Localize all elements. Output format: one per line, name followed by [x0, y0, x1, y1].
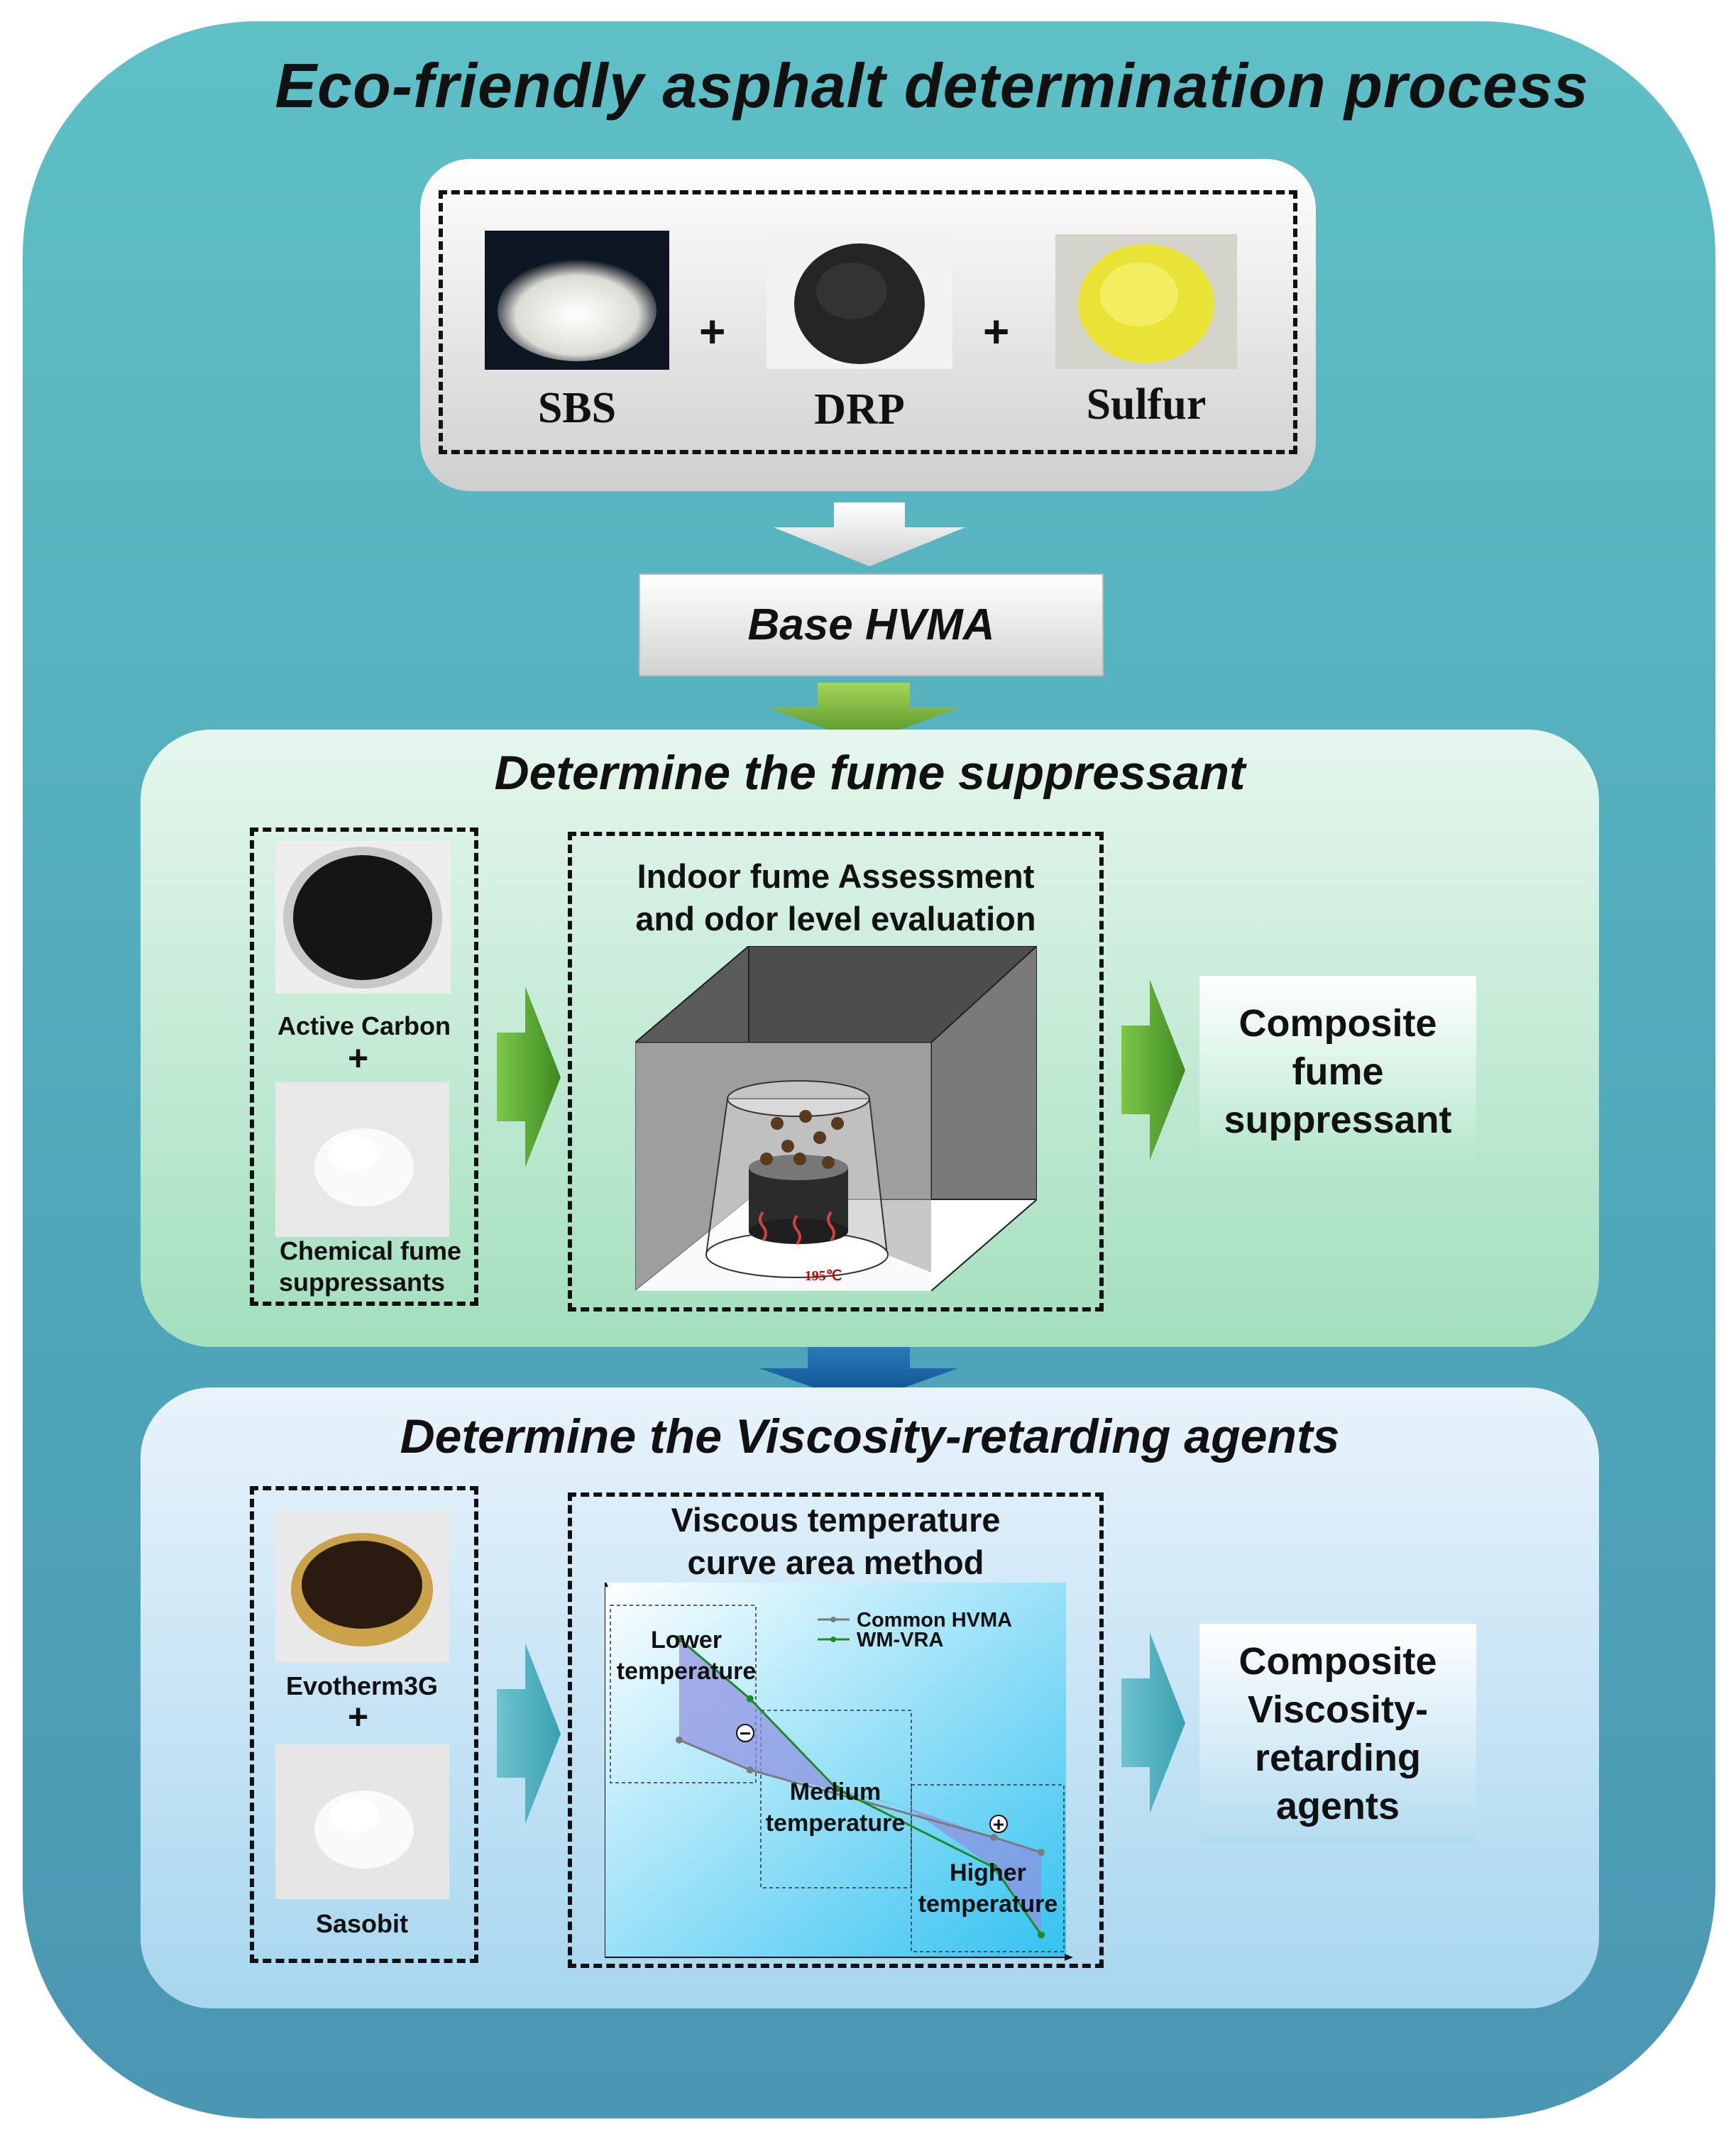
- viscosity-result-line4: agents: [1275, 1785, 1400, 1827]
- minus-sign: −: [740, 1722, 751, 1744]
- fume-assessment-title-line2: and odor level evaluation: [635, 900, 1036, 937]
- fume-assessment-title-line1: Indoor fume Assessment: [637, 857, 1035, 895]
- chemical-fume-label-line2: suppressants: [278, 1268, 446, 1297]
- down-arrow-green: [768, 683, 960, 743]
- down-arrow-gray: [774, 502, 965, 566]
- legend-marker-common-hvma: [830, 1617, 836, 1622]
- viscosity-section-title: Determine the Viscosity-retarding agents: [400, 1409, 1340, 1463]
- viscosity-result-line1: Composite: [1238, 1640, 1437, 1683]
- region-label-lower-line1: Lower: [651, 1627, 722, 1654]
- material-label-sbs: SBS: [537, 384, 617, 432]
- y-axis-arrowhead: [605, 1583, 608, 1587]
- evotherm3g-label: Evotherm3G: [285, 1671, 439, 1700]
- plus-sign-circle: [989, 1815, 1008, 1833]
- down-arrow-blue: [759, 1347, 958, 1404]
- active-carbon-label: Active Carbon: [277, 1011, 451, 1040]
- legend-marker-wm-vra: [830, 1637, 836, 1642]
- drp-image: [767, 234, 952, 369]
- active-carbon-image: [275, 841, 451, 994]
- viscosity-curve-chart: − + Common HVMA WM-VRA Lower temperature…: [605, 1583, 1073, 1961]
- viscosity-right-arrow-2: [1121, 1632, 1185, 1813]
- plus-sign-2: +: [983, 306, 1010, 357]
- region-box-lower: [610, 1605, 757, 1783]
- sbs-image: [485, 231, 669, 370]
- sasobit-label: Sasobit: [315, 1909, 409, 1938]
- chemical-fume-suppressant-image: [275, 1082, 449, 1237]
- x-axis-arrowhead: [1065, 1954, 1073, 1961]
- region-label-medium-line1: Medium: [790, 1778, 881, 1805]
- region-label-medium-line2: temperature: [766, 1810, 906, 1837]
- plus-sign-chart: +: [993, 1813, 1004, 1835]
- fume-section-title: Determine the fume suppressant: [494, 746, 1246, 800]
- series-1-point-3: [990, 1864, 998, 1871]
- series-line-common-hvma: [679, 1739, 1042, 1854]
- series-1-point-0: [676, 1635, 683, 1643]
- region-label-higher-line2: temperature: [918, 1891, 1058, 1918]
- region-box-medium: [760, 1710, 912, 1888]
- viscosity-method-title-line2: curve area method: [687, 1544, 984, 1581]
- materials-dashed-box: [439, 190, 1297, 454]
- fume-plus-sign: +: [348, 1038, 369, 1078]
- viscosity-method-dashed-box: [568, 1492, 1104, 1968]
- legend-label-wm-vra: WM-VRA: [857, 1629, 943, 1651]
- series-1-point-1: [746, 1695, 754, 1703]
- material-label-sulfur: Sulfur: [1086, 380, 1207, 429]
- region-label-higher-line1: Higher: [950, 1859, 1026, 1886]
- fume-temperature-label: 195℃: [804, 1268, 842, 1284]
- composite-fume-suppressant-box: Composite fume suppressant: [1199, 976, 1476, 1167]
- sulfur-image: [1055, 234, 1237, 369]
- fume-assessment-dashed-box: [568, 832, 1104, 1312]
- fume-result-line1: Composite: [1238, 1002, 1437, 1045]
- sasobit-image: [275, 1744, 449, 1899]
- chemical-fume-label-line1: Chemical fume: [279, 1236, 462, 1265]
- main-title: Eco-friendly asphalt determination proce…: [275, 50, 1589, 121]
- legend-label-common-hvma: Common HVMA: [857, 1609, 1012, 1632]
- series-1-point-2: [833, 1785, 840, 1793]
- series-1-point-4: [1038, 1931, 1045, 1939]
- viscosity-result-line3: retarding: [1254, 1737, 1422, 1779]
- plus-sign-1: +: [699, 306, 726, 357]
- series-0-point-3: [1038, 1849, 1045, 1857]
- viscosity-plus-sign: +: [348, 1697, 369, 1737]
- minus-sign-circle: [736, 1724, 754, 1742]
- series-0-point-1: [746, 1766, 754, 1774]
- viscosity-inputs-dashed-box: [250, 1486, 478, 1963]
- series-0-point-0: [676, 1736, 683, 1744]
- viscosity-method-title-line1: Viscous temperature: [671, 1501, 1001, 1539]
- fume-result-line3: suppressant: [1224, 1099, 1452, 1141]
- composite-viscosity-retarding-box: Composite Viscosity- retarding agents: [1199, 1624, 1476, 1844]
- material-label-drp: DRP: [814, 385, 905, 434]
- base-hvma-box: Base HVMA: [639, 573, 1104, 676]
- area-negative: [679, 1639, 908, 1808]
- fume-right-arrow-1: [497, 986, 561, 1167]
- viscosity-right-arrow-1: [497, 1643, 561, 1824]
- region-label-lower-line2: temperature: [617, 1658, 757, 1685]
- fume-inputs-dashed-box: [250, 827, 478, 1306]
- fume-result-line2: fume: [1292, 1050, 1384, 1093]
- fume-right-arrow-2: [1121, 979, 1185, 1160]
- series-0-point-2: [990, 1834, 998, 1842]
- evotherm3g-image: [275, 1510, 449, 1663]
- fume-chamber-illustration: [635, 946, 1037, 1291]
- viscosity-result-line2: Viscosity-: [1247, 1688, 1429, 1731]
